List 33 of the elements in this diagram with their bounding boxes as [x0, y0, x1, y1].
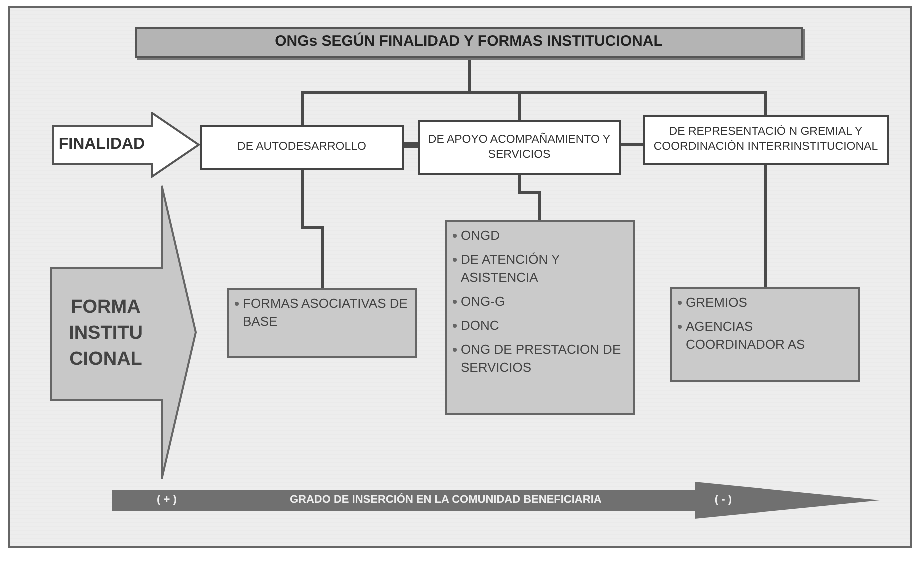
- node-label: GRADO DE INSERCIÓN EN LA COMUNIDAD BENEFICIARIA: [290, 492, 602, 508]
- pointed-label-box: [52, 112, 200, 178]
- node-label: ONGD: [461, 227, 500, 245]
- list-box: [670, 287, 860, 382]
- node-label: ONG DE PRESTACION DE SERVICIOS: [461, 341, 622, 377]
- connector-line: [518, 175, 542, 220]
- connector-line: [468, 58, 768, 115]
- node-label: ONG-G: [461, 293, 506, 311]
- node-label: FORMAS ASOCIATIVAS DE BASE: [243, 295, 409, 331]
- node-label: DE REPRESENTACIÓ N GREMIAL Y COORDINACIÓN INTERRINSTITUCIONAL: [652, 125, 880, 155]
- title-box: [135, 27, 803, 58]
- node-label: DE AUTODESARROLLO: [238, 140, 366, 155]
- node-label: FINALIDAD: [58, 135, 146, 155]
- category-box: [643, 115, 889, 165]
- node-label: ( + ): [157, 493, 177, 508]
- node-label: DE APOYO ACOMPAÑAMIENTO Y SERVICIOS: [427, 132, 612, 162]
- node-label: FORMA INSTITU CIONAL: [68, 296, 144, 372]
- node-label: AGENCIAS COORDINADOR AS: [686, 318, 806, 354]
- node-label: DONC: [461, 317, 500, 335]
- category-box: [200, 125, 404, 170]
- list-box: [227, 288, 417, 358]
- connector-line: [621, 144, 643, 146]
- node-label: ( - ): [714, 493, 732, 508]
- pointed-label-band: [112, 482, 880, 519]
- connector-line: [404, 142, 418, 148]
- list-box: [445, 220, 635, 415]
- connector-line: [302, 170, 324, 288]
- pointed-label-box: [50, 185, 197, 480]
- node-label: GREMIOS: [686, 294, 748, 312]
- category-box: [418, 120, 621, 175]
- connector-line: [764, 165, 768, 287]
- node-label: DE ATENCIÓN Y ASISTENCIA: [461, 251, 561, 287]
- node-label: ONGs SEGÚN FINALIDAD Y FORMAS INSTITUCIONAL: [275, 32, 663, 52]
